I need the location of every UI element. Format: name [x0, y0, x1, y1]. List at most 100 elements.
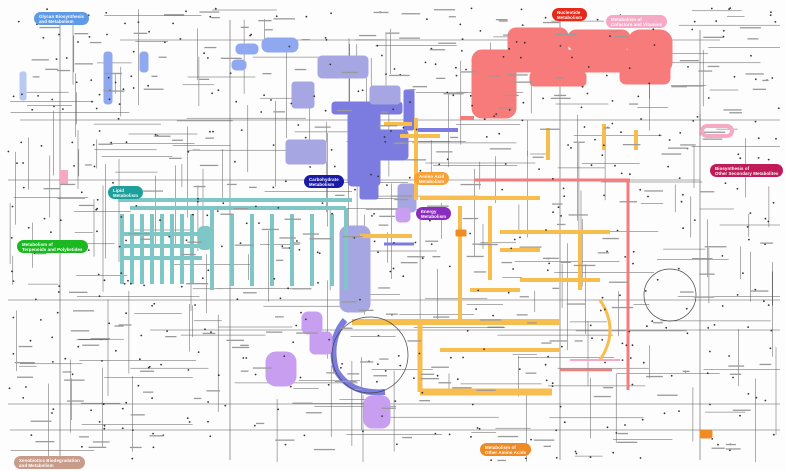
compound-node[interactable]	[181, 286, 183, 288]
compound-node[interactable]	[552, 382, 554, 384]
compound-node[interactable]	[394, 68, 396, 70]
compound-node[interactable]	[709, 404, 711, 406]
compound-node[interactable]	[469, 233, 471, 235]
compound-node[interactable]	[125, 402, 127, 404]
compound-node[interactable]	[758, 137, 760, 139]
compound-node[interactable]	[498, 133, 500, 135]
compound-node[interactable]	[58, 291, 60, 293]
compound-node[interactable]	[600, 310, 602, 312]
compound-node[interactable]	[642, 419, 644, 421]
compound-node[interactable]	[637, 96, 639, 98]
compound-node[interactable]	[96, 108, 98, 110]
compound-node[interactable]	[99, 295, 101, 297]
compound-node[interactable]	[456, 75, 458, 77]
compound-node[interactable]	[57, 312, 59, 314]
compound-node[interactable]	[552, 211, 554, 213]
compound-node[interactable]	[622, 343, 624, 345]
compound-node[interactable]	[435, 63, 437, 65]
compound-node[interactable]	[652, 28, 654, 30]
compound-node[interactable]	[687, 66, 689, 68]
compound-node[interactable]	[91, 101, 93, 103]
compound-node[interactable]	[300, 377, 302, 379]
compound-node[interactable]	[289, 46, 291, 48]
compound-node[interactable]	[399, 365, 401, 367]
lipid-label[interactable]: Lipid Metabolism	[108, 186, 143, 199]
compound-node[interactable]	[484, 118, 486, 120]
compound-node[interactable]	[547, 356, 549, 358]
compound-node[interactable]	[665, 327, 667, 329]
compound-node[interactable]	[604, 309, 606, 311]
compound-node[interactable]	[31, 434, 33, 436]
compound-node[interactable]	[601, 339, 603, 341]
compound-node[interactable]	[556, 457, 558, 459]
compound-node[interactable]	[77, 41, 79, 43]
compound-node[interactable]	[207, 401, 209, 403]
compound-node[interactable]	[525, 458, 527, 460]
compound-node[interactable]	[449, 434, 451, 436]
compound-node[interactable]	[221, 246, 223, 248]
compound-node[interactable]	[470, 436, 472, 438]
compound-node[interactable]	[124, 23, 126, 25]
compound-node[interactable]	[209, 435, 211, 437]
compound-node[interactable]	[630, 357, 632, 359]
compound-node[interactable]	[51, 99, 53, 101]
compound-node[interactable]	[62, 108, 64, 110]
compound-node[interactable]	[9, 387, 11, 389]
compound-node[interactable]	[155, 134, 157, 136]
compound-node[interactable]	[148, 367, 150, 369]
compound-node[interactable]	[604, 362, 606, 364]
nucleotide-label[interactable]: Nucleotide Metabolism	[552, 8, 587, 21]
compound-node[interactable]	[89, 36, 91, 38]
compound-node[interactable]	[37, 95, 39, 97]
compound-node[interactable]	[449, 266, 451, 268]
compound-node[interactable]	[643, 362, 645, 364]
compound-node[interactable]	[508, 48, 510, 50]
compound-node[interactable]	[386, 184, 388, 186]
compound-node[interactable]	[398, 355, 400, 357]
compound-node[interactable]	[197, 198, 199, 200]
compound-node[interactable]	[66, 57, 68, 59]
compound-node[interactable]	[591, 337, 593, 339]
compound-node[interactable]	[490, 459, 492, 461]
compound-node[interactable]	[594, 139, 596, 141]
compound-node[interactable]	[30, 340, 32, 342]
compound-node[interactable]	[770, 11, 772, 13]
compound-node[interactable]	[503, 56, 505, 58]
compound-node[interactable]	[81, 191, 83, 193]
compound-node[interactable]	[331, 213, 333, 215]
compound-node[interactable]	[77, 346, 79, 348]
compound-node[interactable]	[260, 111, 262, 113]
compound-node[interactable]	[203, 52, 205, 54]
compound-node[interactable]	[546, 380, 548, 382]
compound-node[interactable]	[390, 130, 392, 132]
compound-node[interactable]	[133, 87, 135, 89]
compound-node[interactable]	[224, 405, 226, 407]
compound-node[interactable]	[522, 120, 524, 122]
compound-node[interactable]	[587, 93, 589, 95]
compound-node[interactable]	[747, 326, 749, 328]
compound-node[interactable]	[381, 55, 383, 57]
compound-node[interactable]	[775, 138, 777, 140]
compound-node[interactable]	[555, 429, 557, 431]
compound-node[interactable]	[591, 164, 593, 166]
compound-node[interactable]	[651, 320, 653, 322]
compound-node[interactable]	[151, 397, 153, 399]
compound-node[interactable]	[471, 7, 473, 9]
compound-node[interactable]	[737, 294, 739, 296]
compound-node[interactable]	[325, 37, 327, 39]
compound-node[interactable]	[722, 255, 724, 257]
compound-node[interactable]	[354, 189, 356, 191]
compound-node[interactable]	[486, 136, 488, 138]
compound-node[interactable]	[692, 120, 694, 122]
compound-node[interactable]	[548, 263, 550, 265]
compound-node[interactable]	[160, 364, 162, 366]
compound-node[interactable]	[667, 166, 669, 168]
compound-node[interactable]	[584, 126, 586, 128]
compound-node[interactable]	[241, 129, 243, 131]
compound-node[interactable]	[263, 94, 265, 96]
compound-node[interactable]	[287, 287, 289, 289]
compound-node[interactable]	[659, 134, 661, 136]
compound-node[interactable]	[97, 199, 99, 201]
compound-node[interactable]	[126, 141, 128, 143]
compound-node[interactable]	[159, 219, 161, 221]
